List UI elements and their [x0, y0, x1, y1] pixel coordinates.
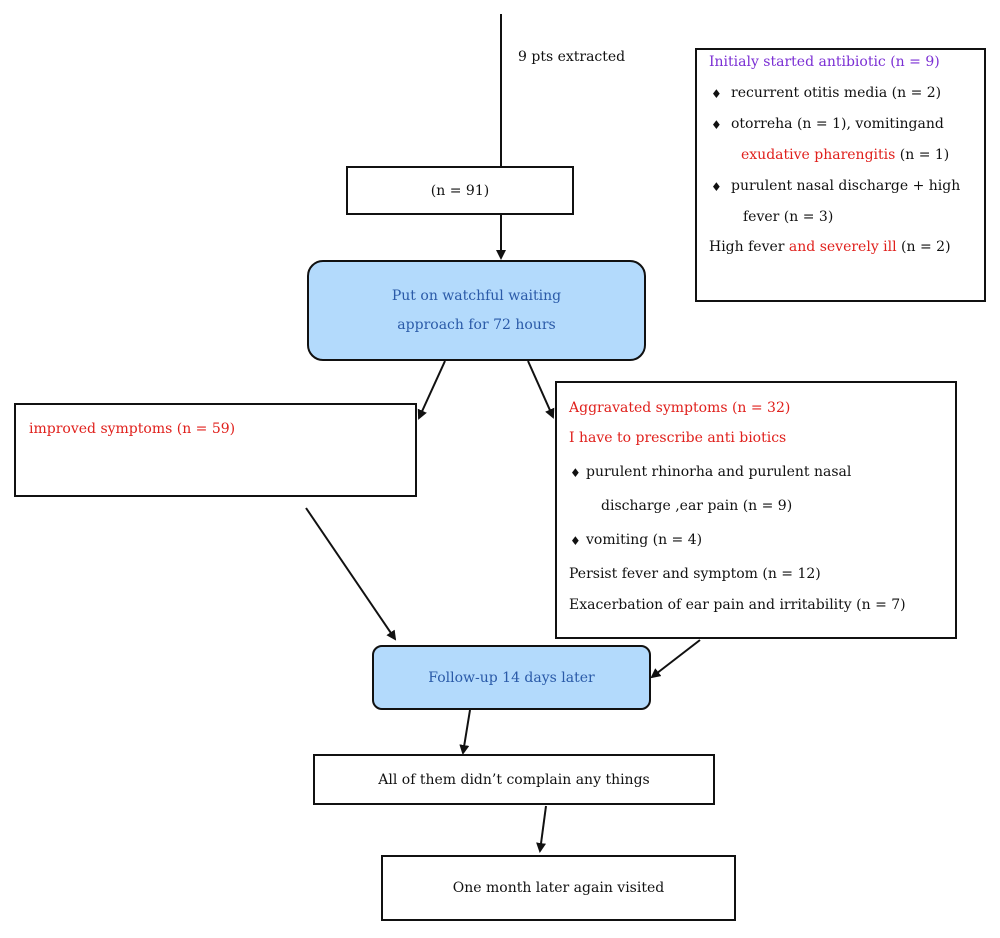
complain-text: All of them didn’t complain any things [378, 771, 650, 788]
bullet-icon: ♦ [711, 87, 722, 101]
bullet-icon: ♦ [570, 534, 581, 548]
antibiotic-item2-b-black: (n = 1) [895, 147, 950, 163]
improved-text: improved symptoms (n = 59) [29, 421, 236, 437]
antibiotic-item3-a: purulent nasal discharge + high [731, 178, 961, 194]
complain-box: All of them didn’t complain any things [313, 754, 715, 805]
bullet-icon: ♦ [570, 466, 581, 480]
bullet-icon: ♦ [711, 180, 722, 194]
antibiotic-last-black2: (n = 2) [896, 239, 951, 255]
arrow-aggravated-to-followup [650, 639, 701, 679]
box-n91: (n = 91) [346, 166, 574, 215]
watchful-line1: Put on watchful waiting [391, 287, 562, 304]
extracted-label: 9 pts extracted [518, 49, 626, 65]
watchful-waiting-box: Put on watchful waiting approach for 72 … [307, 260, 646, 361]
arrow-improved-to-followup [305, 507, 397, 641]
antibiotic-item2-b-red: exudative pharengitis [741, 147, 896, 163]
aggravated-title: Aggravated symptoms (n = 32) [569, 400, 791, 416]
arrow-watchful-to-aggravated [527, 360, 555, 419]
box-n91-text: (n = 91) [430, 182, 490, 199]
aggravated-item1-b: discharge ,ear pain (n = 9) [601, 498, 793, 514]
antibiotic-last-red: and severely ill [788, 239, 897, 255]
bullet-icon: ♦ [711, 118, 722, 132]
antibiotic-item3-b: fever (n = 3) [743, 209, 834, 225]
watchful-line2: approach for 72 hours [397, 316, 556, 333]
antibiotic-title: Initialy started antibiotic (n = 9) [709, 54, 940, 70]
followup-text: Follow-up 14 days later [428, 669, 595, 686]
antibiotic-last-line: High fever and severely ill (n = 2) [709, 239, 951, 255]
arrow-followup-to-complain [459, 709, 471, 755]
month-later-box: One month later again visited [381, 855, 736, 921]
antibiotic-last-black1: High fever [709, 239, 789, 255]
month-later-text: One month later again visited [452, 880, 665, 896]
antibiotic-item1: recurrent otitis media (n = 2) [731, 85, 942, 101]
antibiotic-item2-b: exudative pharengitis (n = 1) [741, 147, 949, 163]
antibiotic-item2-a: otorreha (n = 1), vomitingand [731, 116, 944, 132]
improved-box: improved symptoms (n = 59) [14, 403, 417, 497]
arrow-complain-to-month [536, 805, 547, 853]
aggravated-box: Aggravated symptoms (n = 32) I have to p… [555, 381, 957, 639]
aggravated-line4: Exacerbation of ear pain and irritabilit… [569, 597, 906, 613]
arrow-watchful-to-improved [417, 360, 446, 420]
aggravated-subtitle: I have to prescribe anti biotics [569, 430, 787, 446]
aggravated-item2: vomiting (n = 4) [586, 532, 703, 548]
aggravated-line3: Persist fever and symptom (n = 12) [569, 566, 821, 582]
followup-box: Follow-up 14 days later [372, 645, 651, 710]
aggravated-item1-a: purulent rhinorha and purulent nasal [586, 464, 852, 480]
initial-antibiotic-box: Initialy started antibiotic (n = 9) ♦ re… [695, 48, 986, 302]
